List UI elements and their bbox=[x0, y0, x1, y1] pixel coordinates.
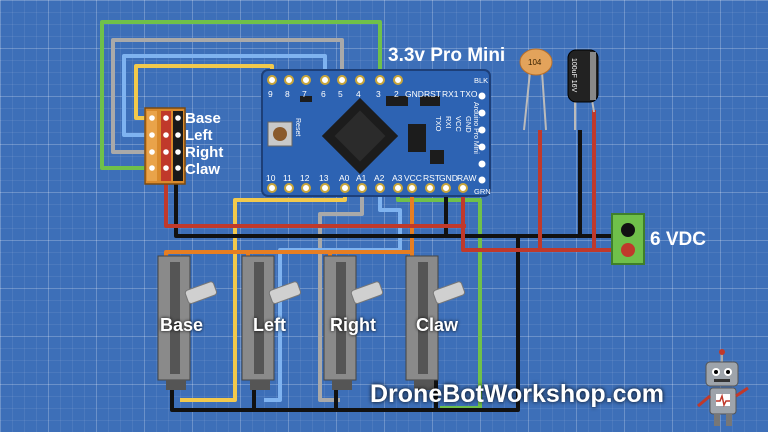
pin-label: RAW bbox=[457, 173, 477, 183]
pin-label: GND bbox=[439, 173, 458, 183]
wire-red-raw bbox=[461, 188, 620, 252]
pin-label: 3 bbox=[376, 89, 381, 99]
board-bottom-pins bbox=[267, 183, 468, 193]
pin-label: RST bbox=[424, 89, 441, 99]
ceramic-capacitor bbox=[519, 48, 553, 131]
pin-label: 11 bbox=[283, 173, 292, 183]
slide-pot-claw bbox=[405, 255, 466, 390]
reset-button bbox=[267, 121, 293, 147]
pot-label-right: Right bbox=[330, 315, 376, 335]
pin-label: 13 bbox=[319, 173, 329, 183]
pin-label: 2 bbox=[394, 89, 399, 99]
pin-label: GND bbox=[405, 89, 424, 99]
pin-header bbox=[144, 107, 186, 185]
pin-label: TXO bbox=[434, 116, 443, 132]
header-label-left: Left bbox=[185, 127, 213, 144]
pin-label: A2 bbox=[374, 173, 385, 183]
bottom-pin-labels: 10 11 12 13 A0 A1 A2 A3 VCC RST GND RAW bbox=[266, 173, 477, 183]
pin-label: 4 bbox=[356, 89, 361, 99]
wire-gray-right bbox=[111, 38, 344, 154]
pin-label: VCC bbox=[454, 116, 463, 132]
pin-label: 10 bbox=[266, 173, 276, 183]
reset-label: Reset bbox=[294, 118, 301, 136]
electrolytic-cap-value: 100uF 16V bbox=[570, 58, 577, 93]
board-right-pins bbox=[478, 92, 486, 184]
header-label-right: Right bbox=[185, 144, 224, 161]
wire-black-gnd-return bbox=[436, 236, 520, 412]
pot-label-left: Left bbox=[253, 315, 286, 335]
brand-text: DroneBotWorkshop.com bbox=[370, 380, 664, 408]
pin-label: 12 bbox=[300, 173, 310, 183]
pin-label: 8 bbox=[285, 89, 290, 99]
wire-blue-left bbox=[122, 54, 327, 137]
pin-label: 7 bbox=[302, 89, 307, 99]
robot-logo bbox=[697, 349, 749, 426]
power-connector bbox=[611, 213, 645, 265]
board-title: 3.3v Pro Mini bbox=[388, 45, 506, 66]
wire-gray-a1 bbox=[318, 188, 364, 402]
slide-pot-right bbox=[323, 255, 384, 390]
smd-components bbox=[300, 96, 444, 164]
pin-label: A3 bbox=[392, 173, 403, 183]
pin-label: RST bbox=[423, 173, 440, 183]
mcu-chip bbox=[321, 97, 399, 175]
pin-label: 6 bbox=[321, 89, 326, 99]
board-side-text: Arduino Pro Mini bbox=[472, 102, 479, 154]
power-label: 6 VDC bbox=[650, 229, 706, 250]
wire-black-gnd-pots bbox=[170, 380, 438, 412]
right-pin-labels: BLK GND VCC RXI TXO GRN bbox=[434, 76, 491, 196]
arduino-pro-mini-board bbox=[261, 69, 491, 197]
pot-label-claw: Claw bbox=[416, 315, 459, 335]
pin-label: BLK bbox=[474, 76, 488, 85]
board-top-pins bbox=[267, 75, 403, 85]
pin-label: GND bbox=[464, 116, 473, 133]
electrolytic-capacitor bbox=[567, 49, 599, 130]
wire-green-claw bbox=[100, 20, 382, 170]
pin-label: GRN bbox=[474, 187, 491, 196]
slide-pot-left bbox=[241, 255, 302, 390]
pin-label: 9 bbox=[268, 89, 273, 99]
pin-label: TXO bbox=[460, 89, 478, 99]
slide-pot-base bbox=[157, 255, 218, 390]
pin-label: RXI bbox=[444, 116, 453, 129]
header-label-base: Base bbox=[185, 110, 221, 127]
pin-label: RX1 bbox=[442, 89, 459, 99]
pin-label: A0 bbox=[339, 173, 350, 183]
pin-label: 5 bbox=[338, 89, 343, 99]
top-pin-labels: 9 8 7 6 5 4 3 2 GND RST RX1 TXO bbox=[268, 89, 478, 99]
pot-label-base: Base bbox=[160, 315, 204, 335]
ceramic-cap-value: 104 bbox=[528, 58, 542, 67]
pin-label: A1 bbox=[356, 173, 367, 183]
pin-label: VCC bbox=[404, 173, 422, 183]
header-label-claw: Claw bbox=[185, 161, 221, 178]
